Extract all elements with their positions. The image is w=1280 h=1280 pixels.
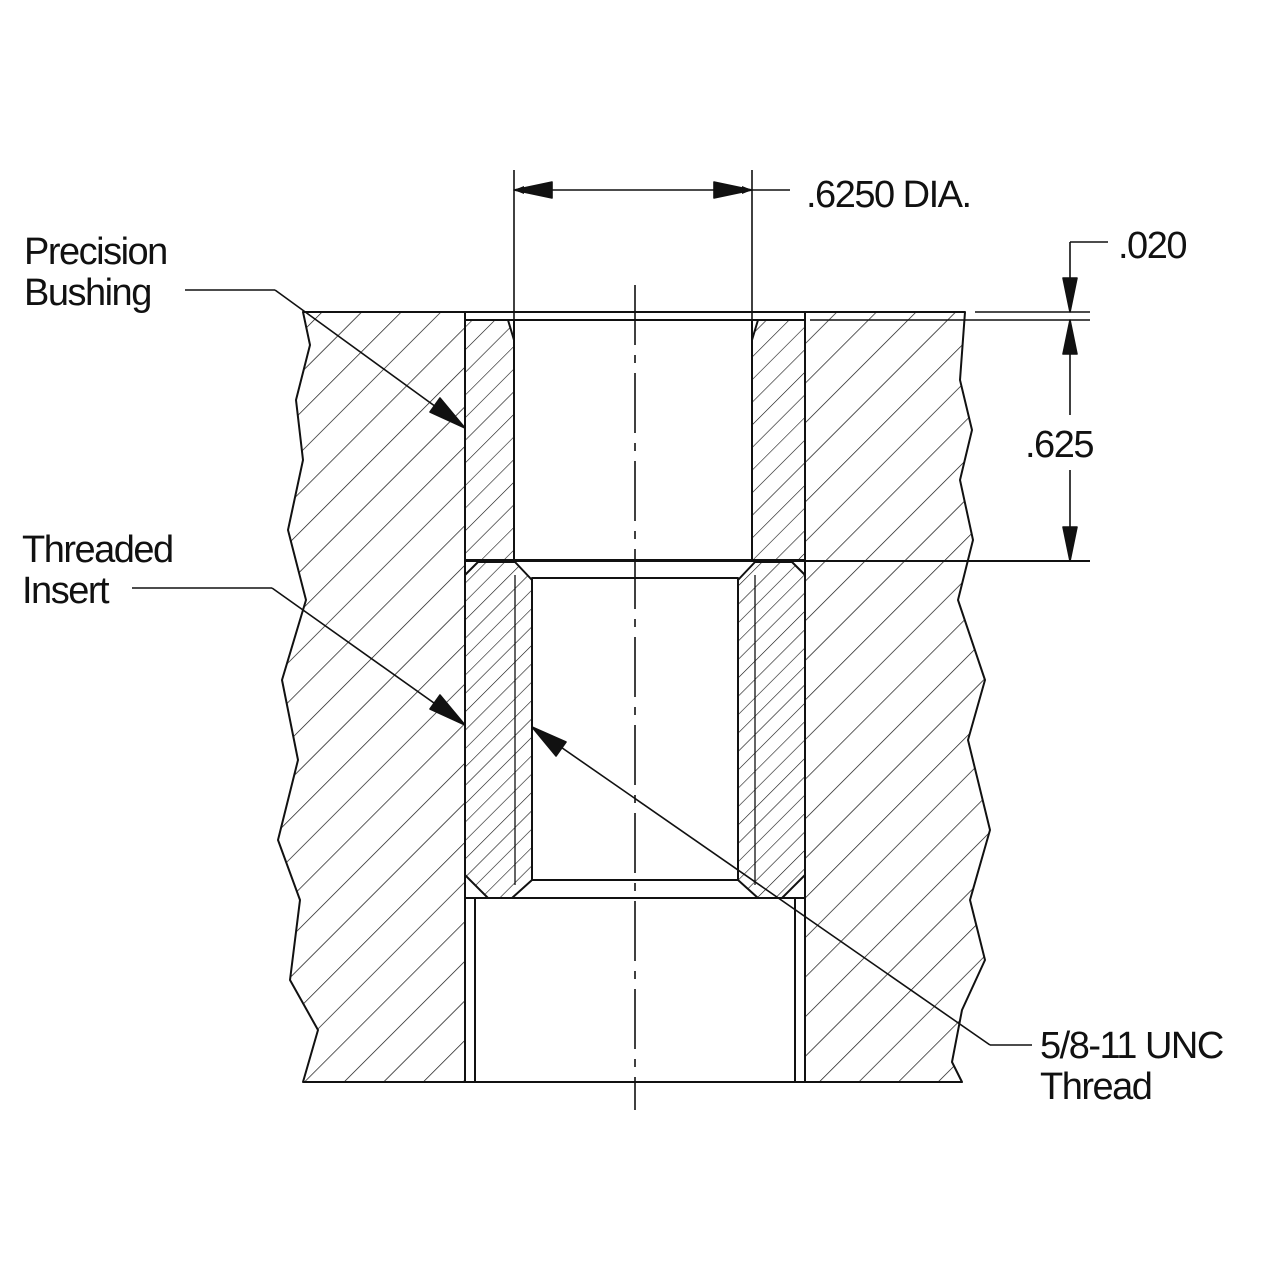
bore-diameter-label: .6250 DIA.	[806, 174, 972, 216]
thread-spec-label: 5/8-11 UNC Thread	[1040, 1025, 1224, 1108]
threaded-insert-right	[737, 561, 806, 899]
threaded-insert-left	[464, 561, 533, 899]
precision-bushing-line-2: Bushing	[24, 272, 152, 314]
precision-bushing-left	[464, 319, 515, 561]
thread-spec-leader	[531, 726, 1032, 1046]
threaded-insert-line-1: Threaded	[22, 529, 174, 571]
depth-dimension	[1062, 319, 1078, 562]
recess-gap-label: .020	[1118, 225, 1187, 267]
thread-spec-line-1: 5/8-11 UNC	[1040, 1025, 1224, 1067]
bushing-depth-label: .625	[1025, 424, 1094, 466]
precision-bushing-label: Precision Bushing	[24, 231, 168, 314]
base-material-left	[277, 311, 466, 1083]
threaded-insert-leader	[132, 587, 466, 726]
gap-dimension	[1062, 241, 1108, 313]
threaded-insert-line-2: Insert	[22, 570, 110, 612]
dia-dimension	[513, 170, 790, 330]
precision-bushing-leader	[185, 289, 466, 429]
base-material-right	[804, 311, 991, 1083]
threaded-insert-label: Threaded Insert	[22, 529, 174, 612]
precision-bushing-right	[751, 319, 806, 561]
bushing-bore	[513, 319, 753, 561]
precision-bushing-line-1: Precision	[24, 231, 168, 273]
thread-spec-line-2: Thread	[1040, 1066, 1153, 1108]
